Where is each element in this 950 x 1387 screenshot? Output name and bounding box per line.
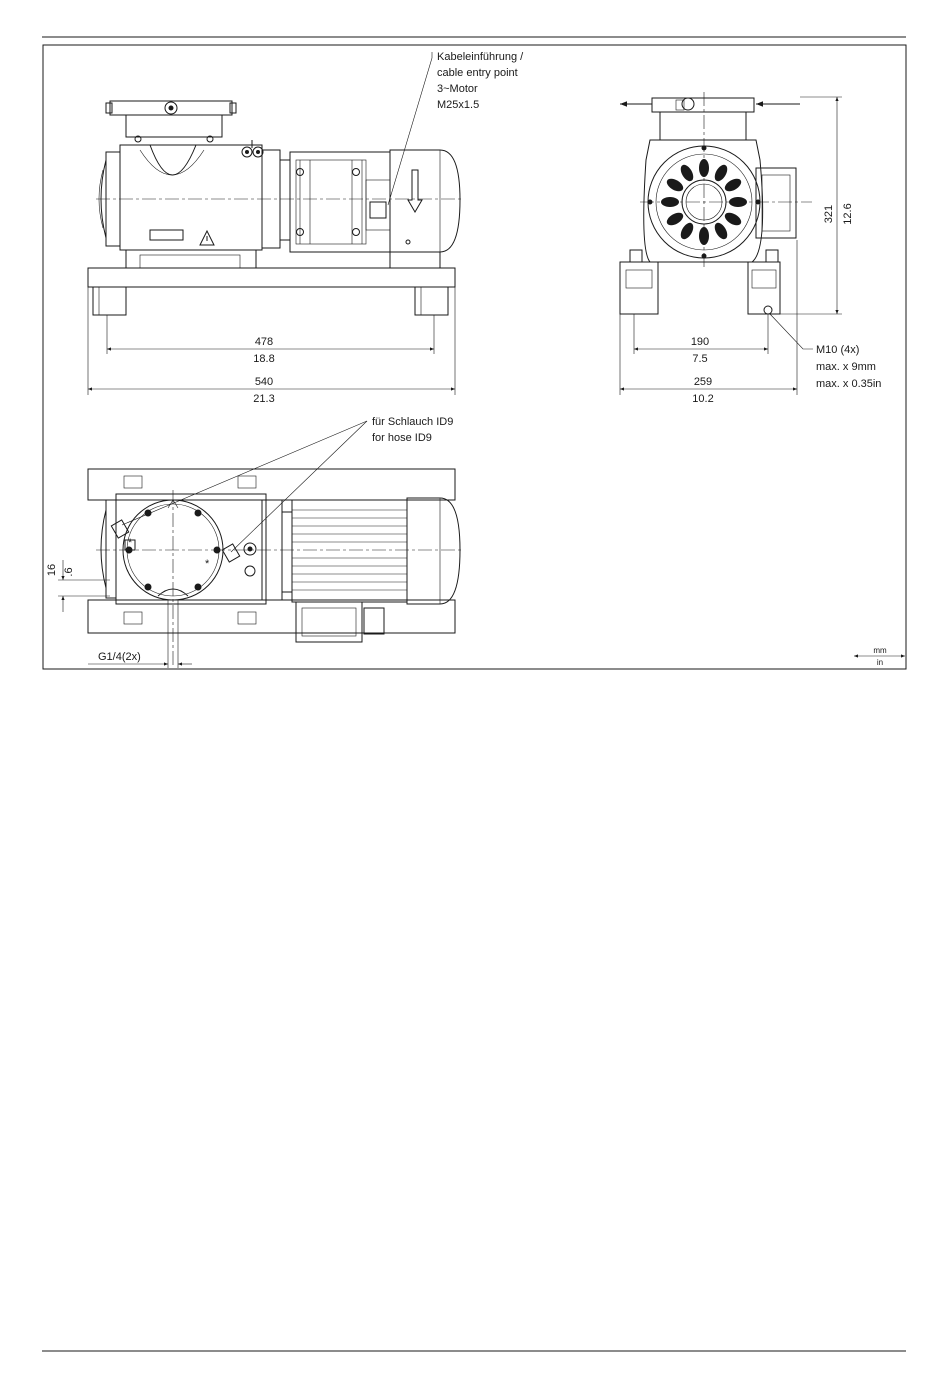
dim-478-in: 18.8: [253, 353, 274, 365]
dim-16-mm: 16: [46, 564, 58, 576]
dim-540-mm: 540: [255, 376, 273, 388]
svg-text:*: *: [205, 558, 210, 570]
port-thread-label: G1/4(2x): [98, 651, 141, 663]
dim-16-in: .6: [63, 567, 75, 576]
cable-entry-line-2: cable entry point: [437, 67, 518, 79]
dim-259-in: 10.2: [692, 393, 713, 405]
side-dimensions: 321 12.6 190 7.5 259 10.2: [620, 97, 854, 405]
units-mm: mm: [873, 646, 887, 655]
cable-entry-line-3: 3~Motor: [437, 83, 478, 95]
top-offset-dimension: 16 .6: [46, 560, 110, 612]
dim-321-mm: 321: [823, 205, 835, 223]
hose-line-2: for hose ID9: [372, 432, 432, 444]
port-thread-callout: G1/4(2x): [88, 600, 192, 668]
dim-259-mm: 259: [694, 376, 712, 388]
dim-190-in: 7.5: [692, 353, 707, 365]
units-legend: mm in: [854, 646, 905, 667]
svg-text:*: *: [128, 537, 133, 549]
cable-entry-line-4: M25x1.5: [437, 99, 479, 111]
m10-line-2: max. x 9mm: [816, 361, 876, 373]
drawing-frame: [43, 45, 906, 669]
dim-540-in: 21.3: [253, 393, 274, 405]
front-dimensions: 478 18.8 540 21.3: [88, 287, 455, 405]
hose-line-1: für Schlauch ID9: [372, 416, 453, 428]
dim-321-in: 12.6: [842, 203, 854, 224]
units-in: in: [877, 658, 883, 667]
m10-line-1: M10 (4x): [816, 344, 859, 356]
hose-callout: für Schlauch ID9 for hose ID9: [122, 416, 453, 552]
front-view: [88, 101, 462, 315]
dim-478-mm: 478: [255, 336, 273, 348]
top-view: * *: [88, 469, 462, 668]
cable-entry-line-1: Kabeleinführung /: [437, 51, 524, 63]
m10-line-3: max. x 0.35in: [816, 378, 881, 390]
side-view: [620, 92, 812, 314]
cable-entry-callout: Kabeleinführung / cable entry point 3~Mo…: [388, 51, 524, 205]
dim-190-mm: 190: [691, 336, 709, 348]
thread-mount-callout: M10 (4x) max. x 9mm max. x 0.35in: [770, 314, 881, 390]
